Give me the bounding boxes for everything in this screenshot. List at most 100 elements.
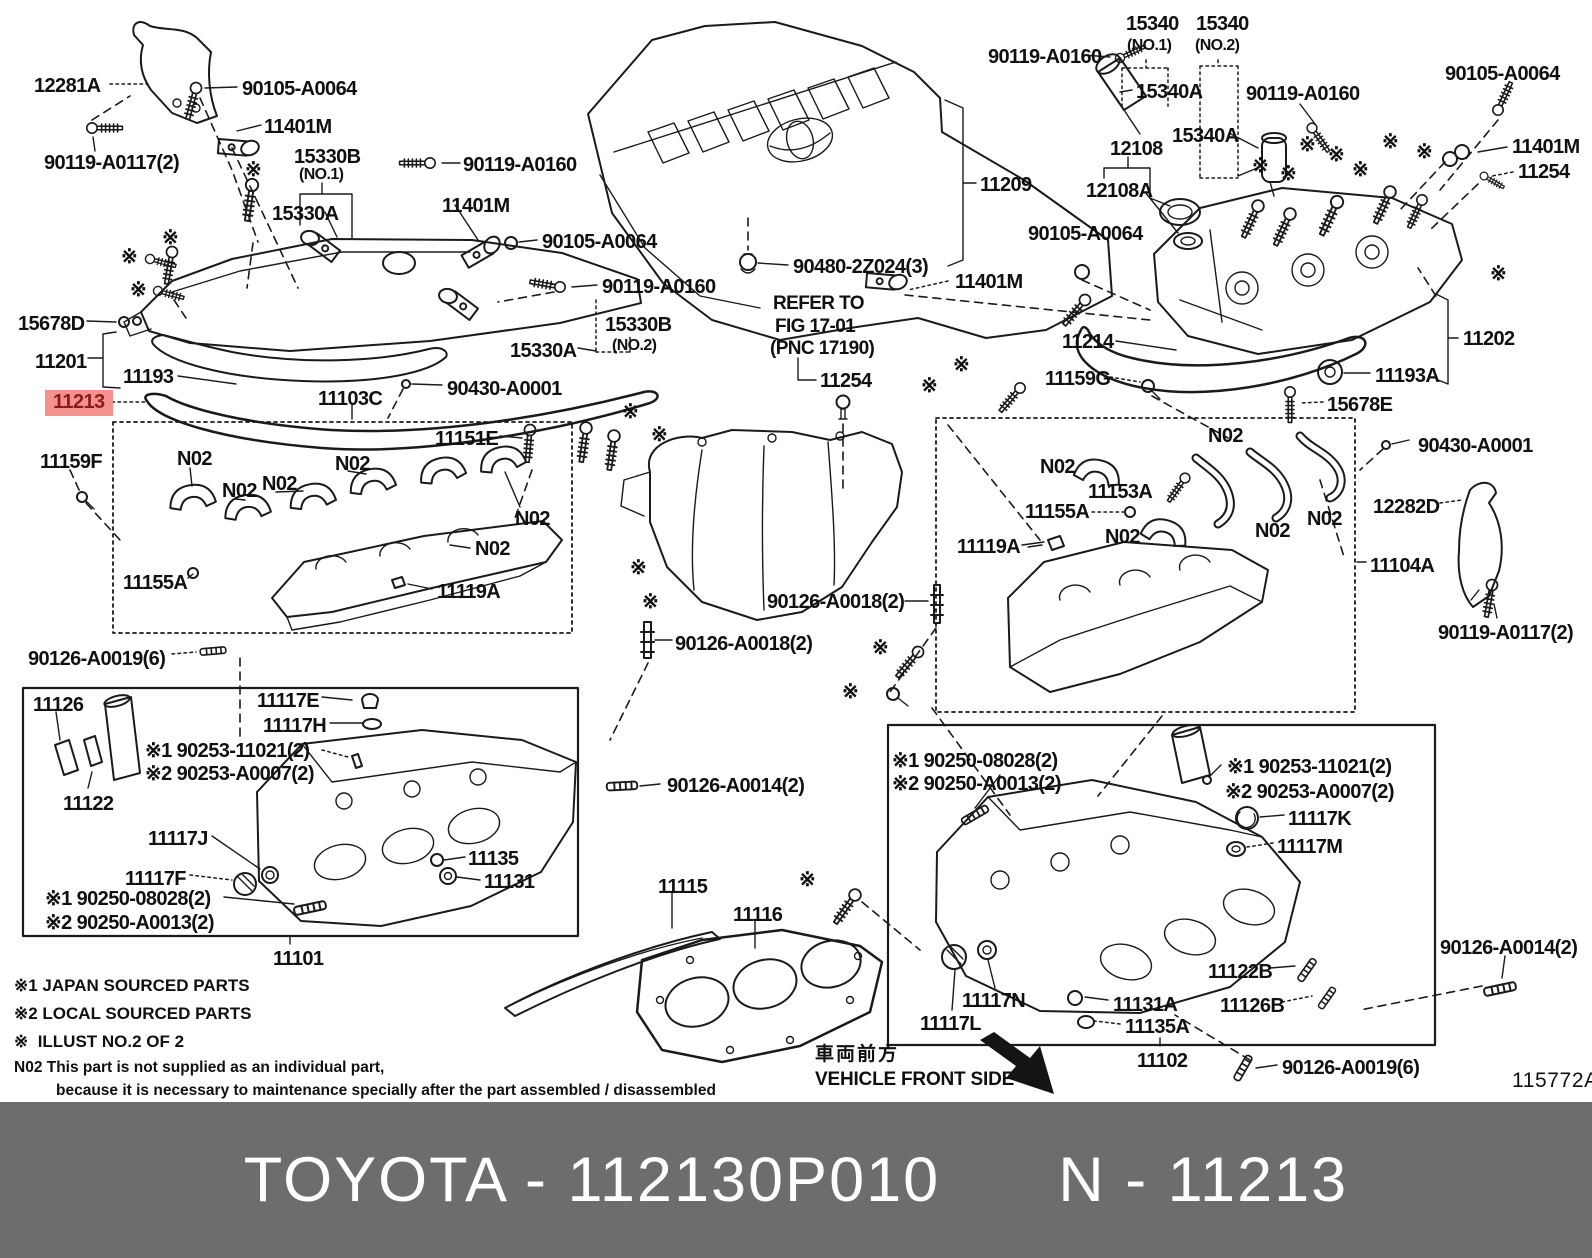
part-label-(no2): (NO.2) [612,337,657,354]
part-label-90126-a0014(2): 90126-A0014(2) [667,775,805,797]
part-label-11151e: 11151E [435,428,499,450]
part-label-11122: 11122 [63,793,114,815]
left-camshaft-housing-drawing [166,423,563,631]
part-label-11214: 11214 [1062,331,1114,353]
left-cylinder-head-drawing [54,645,639,927]
part-label-12108a: 12108A [1086,180,1153,202]
vehicle-front-label-en: VEHICLE FRONT SIDE [815,1069,1015,1090]
part-label-190250-08028(2): ※1 90250-08028(2) [892,750,1058,772]
engine-hanger-brackets-drawing [132,21,1503,608]
part-label-11119a: 11119A [437,581,501,603]
ref-asterisk-mark: ※ [1280,163,1297,185]
part-label-n02: N02 [475,538,510,560]
ref-asterisk-mark: ※ [162,227,179,249]
leader-lines [55,54,1514,1069]
part-label-90119-a0160: 90119-A0160 [988,46,1102,68]
part-label-11202: 11202 [1463,328,1515,350]
part-label-n02: N02 [1208,425,1243,447]
part-label-11101: 11101 [273,948,324,970]
part-label-11209: 11209 [980,174,1032,196]
part-label-15678d: 15678D [18,313,85,335]
part-label-190250-08028(2): ※1 90250-08028(2) [45,888,211,910]
part-label-11117l: 11117L [920,1013,982,1035]
vehicle-front-label-jp: 車両前方 [815,1044,900,1065]
footer-part-number: TOYOTA - 112130P010 [243,1145,941,1215]
part-label-90119-a0160: 90119-A0160 [602,276,716,298]
part-label-11131: 11131 [484,871,535,893]
part-label-11401m: 11401M [955,271,1023,293]
right-valve-cover-drawing [1075,187,1463,394]
part-label-11126b: 11126B [1220,995,1285,1017]
part-label-n02: N02 [335,453,370,475]
diagram-line-art [21,21,1518,1094]
part-label-15330a: 15330A [272,203,339,225]
part-label-11116: 11116 [733,904,783,926]
part-label-15330a: 15330A [510,340,577,362]
ref-asterisk-mark: ※ [1352,159,1369,181]
part-label-11135: 11135 [468,848,519,870]
part-label-11201: 11201 [35,351,87,373]
part-label-11401m: 11401M [442,195,510,217]
legend-line-3: ※ ILLUST NO.2 OF 2 [14,1032,185,1051]
part-label-90430-a0001: 90430-A0001 [447,378,562,400]
part-label-90119-a0160: 90119-A0160 [1246,83,1360,105]
part-label-15330b: 15330B [294,146,361,168]
ref-asterisk-mark: ※ [121,246,138,268]
part-label-11135a: 11135A [1125,1016,1190,1038]
part-label-90119-a0117(2): 90119-A0117(2) [1438,622,1574,644]
part-label-90105-a0064: 90105-A0064 [1445,63,1560,85]
part-label-11159f: 11159F [40,451,103,473]
part-label-11117h: 11117H [263,715,327,737]
part-label-11119a: 11119A [957,536,1021,558]
part-label-(no1): (NO.1) [299,166,344,183]
part-label-11193: 11193 [123,366,174,388]
part-label-11401m: 11401M [1512,136,1580,158]
part-label-11155a: 11155A [1025,501,1090,523]
refer-note-line: FIG 17-01 [775,316,856,337]
vehicle-front-arrow [980,1032,1054,1094]
part-label-n02: N02 [1105,526,1140,548]
part-label-11117j: 11117J [148,828,208,850]
part-label-11155a: 11155A [123,572,188,594]
sensors-and-coils-drawing [212,53,1507,323]
legend-line-5: because it is necessary to maintenance s… [56,1082,716,1099]
part-label-n02: N02 [177,448,212,470]
part-label-90126-a0019(6): 90126-A0019(6) [1282,1057,1420,1079]
refer-note-line: (PNC 17190) [770,338,875,359]
part-label-11103c: 11103C [318,388,383,410]
ref-asterisk-mark: ※ [1252,155,1269,177]
ref-asterisk-mark: ※ [1299,134,1316,156]
left-valve-cover-drawing [123,238,659,451]
part-label-11131a: 11131A [1113,994,1178,1016]
legend-line-4: N02 This part is not supplied as an indi… [14,1059,385,1076]
part-label-90119-a0117(2): 90119-A0117(2) [44,152,180,174]
part-label-n02: N02 [1307,508,1342,530]
ref-asterisk-mark: ※ [921,375,938,397]
part-label-11254: 11254 [820,370,872,392]
refer-note-line: REFER TO [773,293,865,314]
part-label-11117n: 11117N [962,990,1026,1012]
ref-asterisk-mark: ※ [651,424,668,446]
part-label-15340a: 15340A [1172,125,1239,147]
ref-asterisk-mark: ※ [872,637,889,659]
part-label-90480-2z024(3): 90480-2Z024(3) [793,256,929,278]
part-label-11254: 11254 [1518,161,1570,183]
part-label-11117f: 11117F [125,868,187,890]
part-label-11153a: 11153A [1088,481,1153,503]
part-label-11117k: 11117K [1288,808,1352,830]
ref-asterisk-mark: ※ [245,159,262,181]
part-label-11122b: 11122B [1208,961,1273,983]
part-label-190253-11021(2): ※1 90253-11021(2) [1227,756,1392,778]
part-label-290253-a0007(2): ※2 90253-A0007(2) [1225,781,1395,803]
footer-part-code: N - 11213 [1058,1145,1349,1215]
part-label-15340: 15340 [1196,13,1249,35]
ref-asterisk-mark: ※ [642,591,659,613]
part-label-11117m: 11117M [1277,836,1343,858]
part-label-90126-a0019(6): 90126-A0019(6) [28,648,166,670]
ref-asterisk-mark: ※ [842,681,859,703]
highlighted-part-label-11213: 11213 [45,390,113,416]
legend-line-1: ※1 JAPAN SOURCED PARTS [14,976,250,995]
part-label-290253-a0007(2): ※2 90253-A0007(2) [145,763,315,785]
part-label-11126: 11126 [33,694,84,716]
